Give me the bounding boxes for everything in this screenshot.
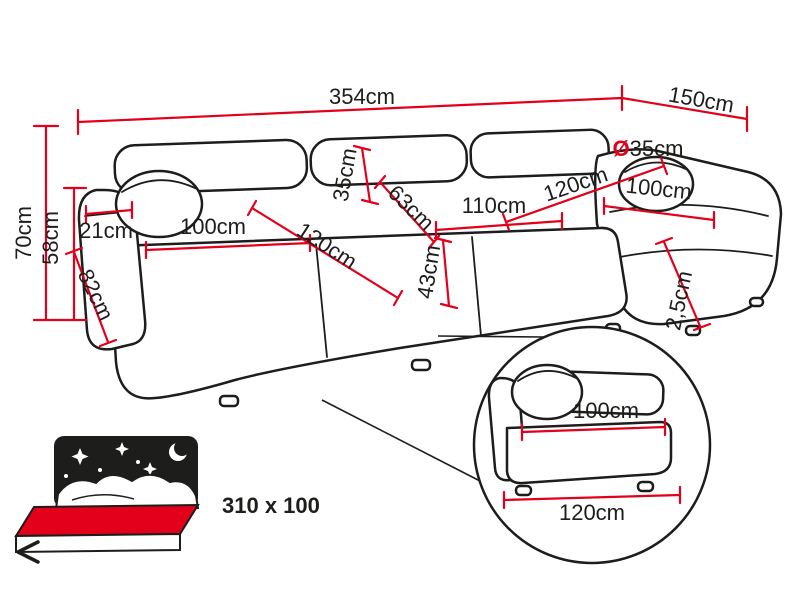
stars-icon bbox=[64, 442, 157, 478]
mattress-base bbox=[15, 532, 181, 554]
detail-callout-line bbox=[437, 335, 546, 338]
dim-total-depth: 150cm bbox=[620, 82, 749, 133]
dim-total-width: 354cm bbox=[76, 84, 624, 136]
sleeping-size-label: 310 x 100 bbox=[222, 493, 320, 518]
mattress-top bbox=[14, 503, 200, 538]
dim-label-detail-overall-width: 120cm bbox=[559, 500, 625, 525]
dim-label-middle-seat-width: 110cm bbox=[462, 193, 526, 218]
detail-seat bbox=[505, 420, 673, 485]
dim-label-left-seat-width: 100cm bbox=[180, 214, 246, 239]
back-cushion-right bbox=[469, 128, 611, 179]
bolster-pillow-right-fold bbox=[624, 161, 689, 173]
back-cushion-middle bbox=[309, 133, 469, 187]
chaise-seam-front bbox=[614, 248, 773, 259]
sofa-leg bbox=[684, 324, 702, 337]
moon-icon-cutout bbox=[174, 440, 190, 456]
dim-label-total-height: 70cm bbox=[11, 206, 36, 260]
unfold-arrow-icon bbox=[16, 540, 40, 564]
sleeping-function-icon bbox=[14, 436, 200, 564]
dim-label-total-depth: 150cm bbox=[667, 82, 736, 118]
bolster-pillow-left-fold bbox=[121, 179, 198, 193]
dim-detail-overall-width: 120cm bbox=[502, 485, 682, 525]
detail-dimensions: 100cm 120cm bbox=[502, 398, 682, 525]
detail-view bbox=[472, 325, 712, 565]
dim-label-armrest-height: 58cm bbox=[38, 211, 63, 265]
detail-leg bbox=[636, 480, 655, 493]
bolster-pillow-left bbox=[114, 169, 204, 239]
dim-label-detail-seat-width: 100cm bbox=[573, 398, 639, 423]
dim-armrest-width: 21cm bbox=[79, 200, 134, 243]
duvet-fold bbox=[71, 494, 135, 501]
dim-middle-seat-width: 110cm bbox=[434, 193, 564, 240]
seat-seam-1 bbox=[315, 243, 328, 358]
dim-label-armrest-width: 21cm bbox=[79, 218, 133, 243]
seat-base bbox=[108, 226, 628, 400]
sleeping-size: 310 x 100 bbox=[222, 493, 320, 518]
detail-callout-line bbox=[321, 399, 481, 482]
dim-armrest-height: 58cm bbox=[38, 186, 88, 322]
detail-bolster-pillow bbox=[510, 363, 584, 421]
dim-pillow-diameter: Ø35cm bbox=[613, 136, 684, 161]
dim-label-backrest-depth: 63cm bbox=[383, 180, 439, 235]
bolster-pillow-right bbox=[617, 155, 695, 213]
seat-seam-2 bbox=[471, 236, 482, 337]
detail-bolster-fold bbox=[517, 370, 579, 382]
dim-label-total-width: 354cm bbox=[329, 84, 395, 109]
dim-total-height: 70cm bbox=[11, 124, 88, 322]
dim-detail-seat-width: 100cm bbox=[520, 398, 667, 442]
sofa-leg bbox=[218, 394, 240, 408]
duvet bbox=[54, 473, 200, 511]
detail-leg bbox=[514, 484, 533, 497]
sofa-leg bbox=[748, 296, 765, 308]
dim-label-pillow-diameter: Ø35cm bbox=[613, 136, 684, 161]
sofa-leg bbox=[410, 358, 432, 372]
sofa-drawing bbox=[77, 128, 783, 408]
